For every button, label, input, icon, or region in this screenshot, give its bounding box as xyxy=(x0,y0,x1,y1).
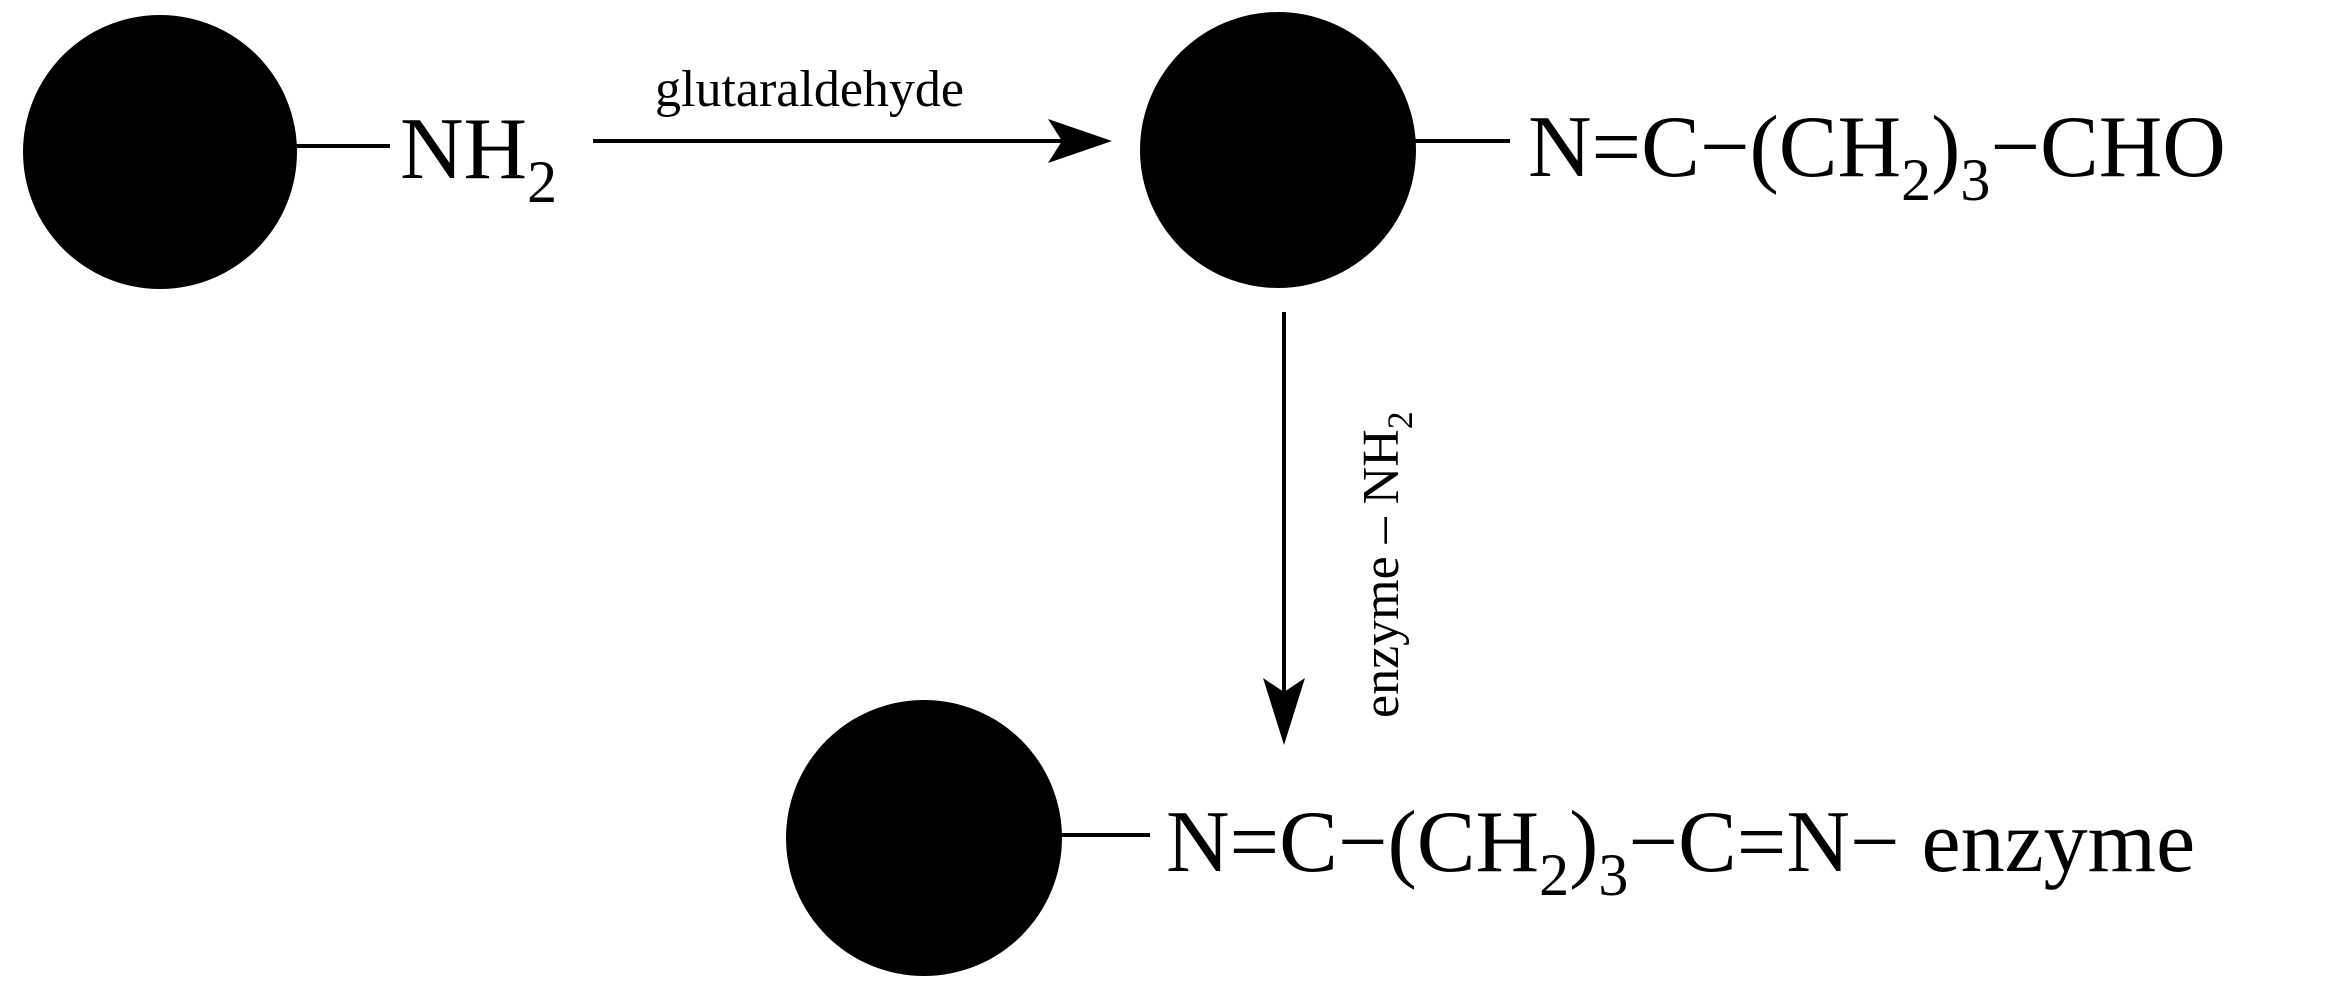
support-bead-intermediate xyxy=(1140,12,1416,288)
product-formula: N=C−(CH2)3−C=N− enzyme xyxy=(1166,794,2195,908)
reaction-arrow-down xyxy=(1263,312,1305,745)
support-bead-product xyxy=(786,700,1062,976)
intermediate-formula: N=C−(CH2)3−CHO xyxy=(1528,99,2226,213)
start-amino-group: NH2 xyxy=(400,101,557,215)
reagent-label-enzyme-nh2: enzyme – NH2 xyxy=(1353,411,1420,718)
support-bead-start xyxy=(23,15,297,289)
reagent-label-glutaraldehyde: glutaraldehyde xyxy=(655,61,964,118)
reaction-arrow-right xyxy=(593,119,1112,163)
